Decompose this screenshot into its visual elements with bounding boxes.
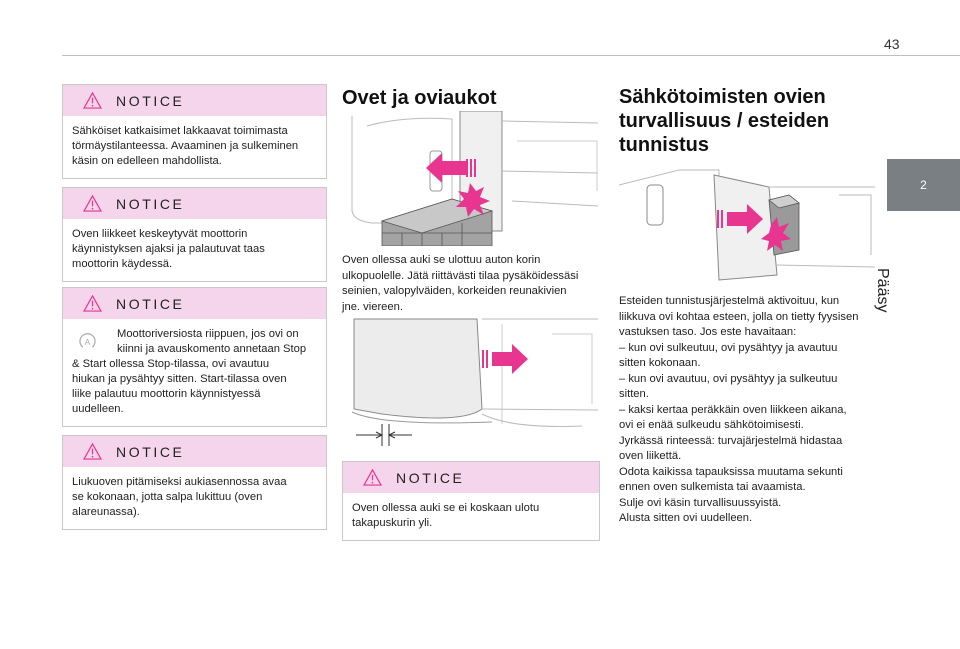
chapter-label: Pääsy [874,268,891,313]
notice-header: NOTICE [63,85,326,116]
impact-burst [456,183,490,217]
stop-start-icon: A [79,333,96,348]
safety-paragraph: Esteiden tunnistusjärjestelmä aktivoituu… [619,295,859,524]
notice-title: NOTICE [116,443,185,460]
notice-text: Sähköiset katkaisimet lakkaavat toimimas… [72,125,299,167]
notice-text: Liukuoven pitämiseksi aukiasennossa avaa… [72,476,287,518]
notice-header: NOTICE [63,188,326,219]
brick-wall [380,198,494,246]
notice-header: NOTICE [63,288,326,319]
svg-text:A: A [85,337,91,347]
notice-title: NOTICE [116,195,185,212]
illustration-door-clearance [342,314,598,447]
arrow-right-icon [717,204,763,234]
arrow-right-icon [482,344,528,374]
section-heading-doors: Ovet ja oviaukot [342,87,497,109]
chapter-tab[interactable]: 2 [887,159,960,211]
warning-icon [83,443,102,460]
notice-box-middle: NOTICE Oven ollessa auki se ei koskaan u… [342,461,600,541]
doors-paragraph: Oven ollessa auki se ulottuu auton korin… [342,254,579,313]
notice-box-1: NOTICE Sähköiset katkaisimet lakkaavat t… [62,84,327,179]
notice-title: NOTICE [116,295,185,312]
notice-title: NOTICE [396,469,465,486]
impact-burst [761,217,791,251]
warning-icon [83,295,102,312]
notice-text: A Moottoriversiosta riippuen, jos ovi on… [72,328,307,415]
clearance-marker [356,424,412,446]
notice-box-4: NOTICE Liukuoven pitämiseksi aukiasennos… [62,435,327,530]
notice-title: NOTICE [116,92,185,109]
arrow-left-icon [426,153,466,183]
notice-header: NOTICE [63,436,326,467]
notice-header: NOTICE [343,462,599,493]
illustration-obstacle-detection [619,155,875,288]
illustration-door-wall [342,111,598,246]
header-rule [62,55,960,56]
warning-icon [363,469,382,486]
notice-box-2: NOTICE Oven liikkeet keskeytyvät moottor… [62,187,327,282]
warning-icon [83,195,102,212]
notice-box-3: NOTICE A Moottoriversiosta riippuen, jos… [62,287,327,427]
warning-icon [83,92,102,109]
page-number: 43 [884,36,900,52]
